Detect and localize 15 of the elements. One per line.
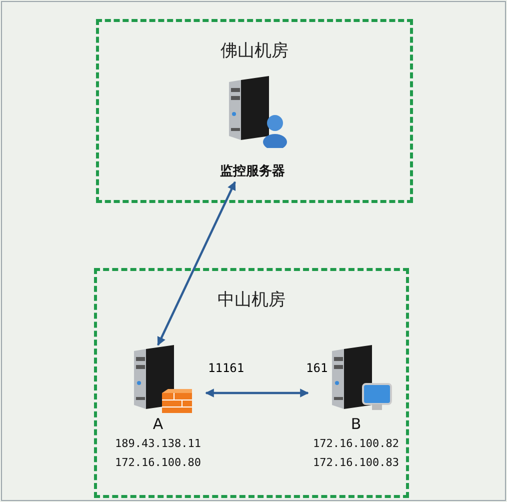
server-letter: B [350,415,362,433]
ip-address: 172.16.100.83 [312,456,400,469]
server-letter: A [152,415,164,433]
port-label: 161 [306,361,328,375]
ip-address: 172.16.100.82 [312,437,400,450]
ip-address: 189.43.138.11 [114,437,202,450]
arrow [157,181,236,346]
dashed-zone [96,19,413,203]
dashed-zone [94,268,409,498]
port-label: 11161 [208,361,244,375]
zone-title: 佛山机房 [220,40,290,62]
zone-title: 中山机房 [216,289,286,311]
server-label: 监控服务器 [219,163,286,180]
ip-address: 172.16.100.80 [114,456,202,469]
arrow [205,388,309,398]
